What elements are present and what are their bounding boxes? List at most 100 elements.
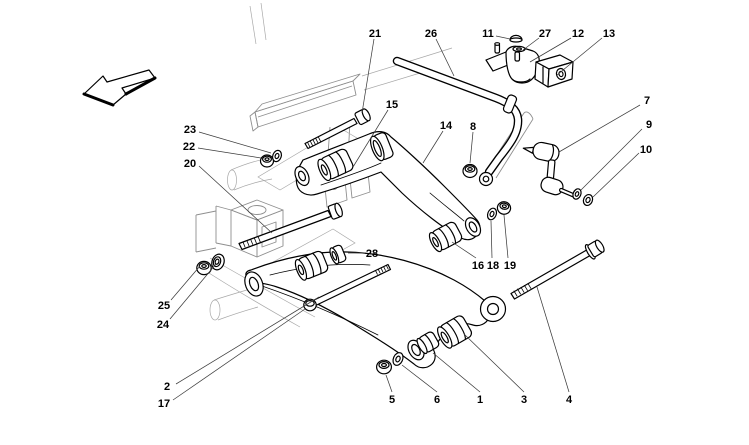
- callout-12: 12: [529, 28, 584, 63]
- bushing-front-lower: [294, 250, 329, 281]
- bushing-15: [317, 148, 354, 182]
- leader-line-4: [536, 286, 570, 393]
- leader-line-19: [503, 214, 509, 259]
- callout-24: 24: [157, 263, 217, 331]
- part-number-11: 11: [482, 28, 494, 40]
- callout-6: 6: [401, 364, 440, 406]
- part-number-17: 17: [158, 398, 170, 410]
- callout-13: 13: [556, 28, 615, 76]
- nut-19: [496, 201, 512, 215]
- bushing-1: [416, 331, 440, 355]
- part-number-19: 19: [504, 260, 516, 272]
- leader-line-23: [198, 131, 272, 154]
- callout-8: 8: [469, 121, 476, 164]
- stabilizer-bar-bushing: [502, 94, 518, 114]
- part-number-10: 10: [640, 144, 652, 156]
- callout-1: 1: [432, 352, 483, 406]
- bushing-28: [329, 244, 347, 265]
- part-number-24: 24: [157, 319, 170, 331]
- leader-line-9: [580, 128, 643, 191]
- leader-line-24: [169, 263, 217, 320]
- leader-line-27: [522, 37, 540, 51]
- nut-22: [259, 154, 275, 168]
- nut-25: [196, 260, 212, 276]
- callout-17: 17: [158, 308, 306, 410]
- part-number-16: 16: [472, 260, 484, 272]
- leader-line-13: [556, 37, 603, 76]
- callout-19: 19: [503, 214, 516, 272]
- callout-22: 22: [183, 141, 262, 159]
- callout-28: 28: [348, 248, 378, 260]
- lower-wishbone-rear-eye: [479, 295, 507, 323]
- part-number-12: 12: [572, 28, 584, 40]
- chassis-mount-block: [195, 199, 284, 258]
- leader-line-16: [451, 241, 477, 259]
- washer-24: [211, 253, 225, 271]
- lower-wishbone: [244, 251, 507, 369]
- callout-18: 18: [487, 220, 499, 272]
- leader-line-10: [592, 152, 640, 198]
- upper-wishbone-rear-eye: [464, 217, 482, 237]
- callout-21: 21: [361, 28, 381, 114]
- leader-line-8: [469, 131, 474, 164]
- part-number-5: 5: [389, 394, 395, 406]
- part-number-22: 22: [183, 141, 195, 153]
- callout-14: 14: [422, 120, 453, 164]
- leader-line-21: [361, 38, 375, 114]
- bolt-21: [304, 108, 371, 150]
- part-number-3: 3: [521, 394, 527, 406]
- leader-line-22: [197, 147, 262, 159]
- part-number-15: 15: [386, 99, 398, 111]
- part-number-2: 2: [164, 381, 170, 393]
- upper-wishbone-front-eye: [294, 165, 310, 187]
- nut-8: [462, 163, 478, 179]
- direction-arrow-icon: [82, 69, 157, 107]
- washer-9: [572, 188, 582, 200]
- callout-7: 7: [558, 95, 650, 153]
- leader-line-7: [558, 104, 641, 153]
- part-number-14: 14: [440, 120, 453, 132]
- upper-wishbone-apex-tube: [369, 132, 394, 162]
- drop-link: [522, 141, 578, 199]
- washer-23: [271, 149, 283, 163]
- leader-line-6: [401, 364, 438, 393]
- bolt-17: [303, 263, 392, 312]
- leader-line-11: [495, 35, 511, 40]
- washer-18: [486, 207, 498, 221]
- leader-line-17: [172, 308, 306, 401]
- callout-2: 2: [164, 296, 320, 393]
- bolt-20: [238, 202, 343, 251]
- part-number-9: 9: [646, 119, 652, 131]
- callout-4: 4: [536, 286, 573, 406]
- leader-line-20: [198, 165, 273, 234]
- callout-10: 10: [592, 144, 652, 198]
- leader-line-2: [175, 296, 320, 385]
- washer-10: [582, 193, 594, 207]
- leader-line-3: [463, 333, 525, 393]
- bracket-washer: [512, 45, 526, 53]
- callout-9: 9: [580, 119, 652, 191]
- stabilizer-pad: [534, 54, 574, 88]
- callout-3: 3: [463, 333, 527, 406]
- part-number-27: 27: [539, 28, 551, 40]
- part-number-7: 7: [644, 95, 650, 107]
- leader-line-18: [490, 220, 493, 259]
- part-number-28: 28: [366, 248, 378, 260]
- part-number-21: 21: [369, 28, 381, 40]
- callout-23: 23: [184, 124, 272, 154]
- callout-16: 16: [451, 241, 484, 272]
- callout-26: 26: [425, 28, 455, 77]
- callout-27: 27: [522, 28, 551, 51]
- leader-line-26: [435, 38, 455, 77]
- part-number-20: 20: [184, 158, 196, 170]
- leader-line-1: [432, 352, 481, 393]
- bolt-4: [510, 239, 605, 300]
- leader-line-5: [385, 374, 393, 393]
- leader-line-15: [352, 109, 389, 168]
- nut-5: [375, 359, 393, 375]
- callout-15: 15: [352, 99, 398, 168]
- part-number-4: 4: [566, 394, 573, 406]
- callout-5: 5: [385, 374, 395, 406]
